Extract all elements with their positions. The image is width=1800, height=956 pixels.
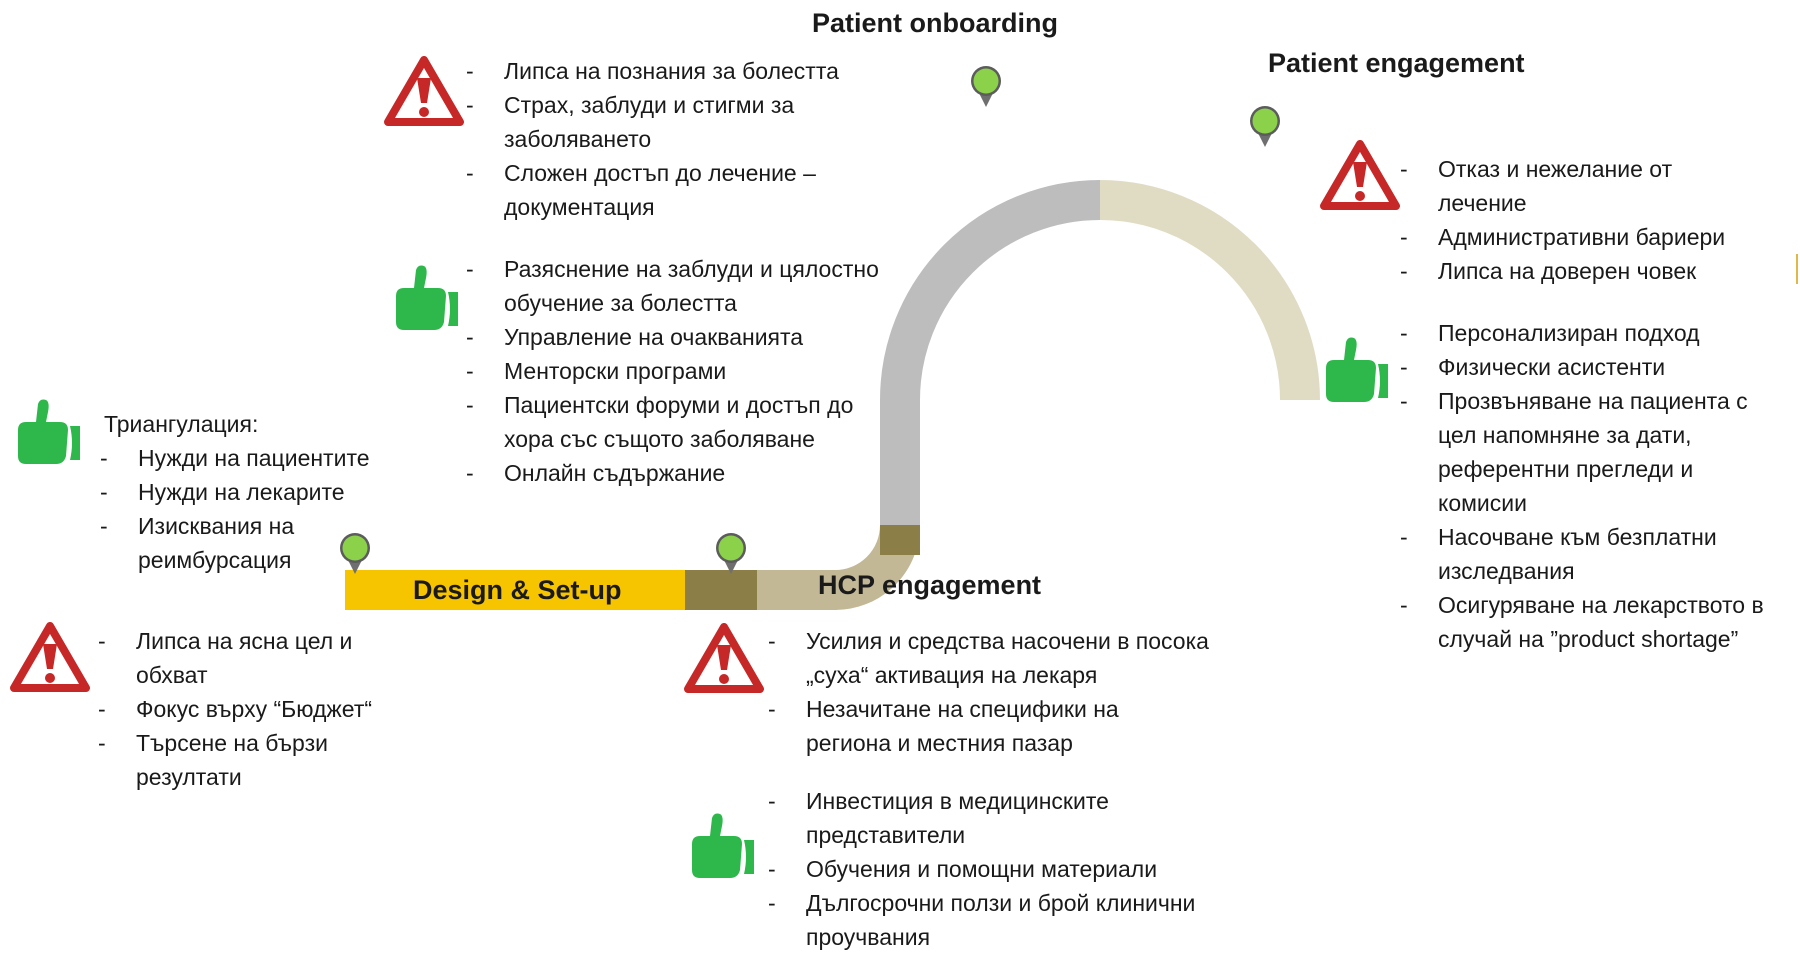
edge-fragment [1796, 254, 1800, 284]
list-item: Отказ и нежелание от лечение [1398, 152, 1728, 220]
path-olive-marker [880, 525, 920, 555]
stage-title-engagement: Patient engagement [1268, 48, 1525, 78]
thumbs-up-icon [396, 265, 458, 330]
warning-triangle-icon [684, 623, 764, 693]
warning-triangle-icon [10, 622, 90, 692]
list-item: Страх, заблуди и стигми за заболяването [464, 88, 904, 156]
list-item: Онлайн съдържание [464, 456, 904, 490]
hcp-cons-list: Усилия и средства насочени в посока „сух… [766, 624, 1246, 760]
path-engagement-arc [1099, 180, 1320, 401]
warning-triangle-icon [384, 56, 464, 126]
list-item: Персонализиран подход [1398, 316, 1798, 350]
list-item: Изисквания на реимбурсация [98, 509, 338, 577]
list-item: Разяснение на заблуди и цялостно обучени… [464, 252, 904, 320]
location-pin-icon [1250, 106, 1280, 147]
thumbs-up-icon [1326, 337, 1388, 402]
list-item: Прозвъняване на пациента с цел напомняне… [1398, 384, 1768, 520]
stage-title-hcp: HCP engagement [818, 570, 1042, 600]
list-item: Търсене на бързи резултати [96, 726, 376, 794]
location-pin-icon [971, 66, 1001, 107]
list-item: Насочване към безплатни изследвания [1398, 520, 1768, 588]
list-item: Липса на познания за болестта [464, 54, 904, 88]
onboarding-pros-list: Разяснение на заблуди и цялостно обучени… [464, 252, 904, 490]
list-item: Фокус върху “Бюджет“ [96, 692, 426, 726]
list-item: Нужди на пациентите [98, 441, 428, 475]
hcp-pros-list: Инвестиция в медицинските представители … [766, 784, 1246, 954]
list-item: Физически асистенти [1398, 350, 1798, 384]
hcp-bar-olive [685, 570, 757, 610]
path-onboarding-arc [880, 180, 1101, 401]
hcp-bar-khaki [757, 570, 837, 610]
engagement-pros-list: Персонализиран подход Физически асистент… [1398, 316, 1798, 656]
design-setup-bar [345, 570, 685, 610]
thumbs-up-icon [692, 813, 754, 878]
list-item: Осигуряване на лекарството в случай на ”… [1398, 588, 1798, 656]
list-item: Инвестиция в медицинските представители [766, 784, 1206, 852]
list-item: Сложен достъп до лечение – документация [464, 156, 904, 224]
list-item: Дългосрочни ползи и брой клинични проучв… [766, 886, 1246, 954]
list-item: Обучения и помощни материали [766, 852, 1246, 886]
engagement-cons-list: Отказ и нежелание от лечение Администрат… [1398, 152, 1798, 288]
onboarding-cons-list: Липса на познания за болестта Страх, заб… [464, 54, 904, 224]
design-cons-list: Липса на ясна цел и обхват Фокус върху “… [96, 624, 426, 794]
list-item: Нужди на лекарите [98, 475, 428, 509]
list-item: Липса на ясна цел и обхват [96, 624, 376, 692]
design-pros-intro: Триангулация: [104, 411, 259, 437]
warning-triangle-icon [1320, 140, 1400, 210]
list-item: Липса на доверен човек [1398, 254, 1798, 288]
list-item: Административни бариери [1398, 220, 1798, 254]
stage-title-onboarding: Patient onboarding [812, 8, 1058, 38]
location-pin-icon [716, 533, 746, 574]
list-item: Управление на очакванията [464, 320, 904, 354]
list-item: Менторски програми [464, 354, 904, 388]
list-item: Незачитане на специфики на региона и мес… [766, 692, 1186, 760]
list-item: Пациентски форуми и достъп до хора със с… [464, 388, 904, 456]
thumbs-up-icon [18, 399, 80, 464]
list-item: Усилия и средства насочени в посока „сух… [766, 624, 1246, 692]
design-pros-list: Нужди на пациентите Нужди на лекарите Из… [98, 441, 428, 577]
stage-title-design: Design & Set-up [413, 575, 622, 605]
